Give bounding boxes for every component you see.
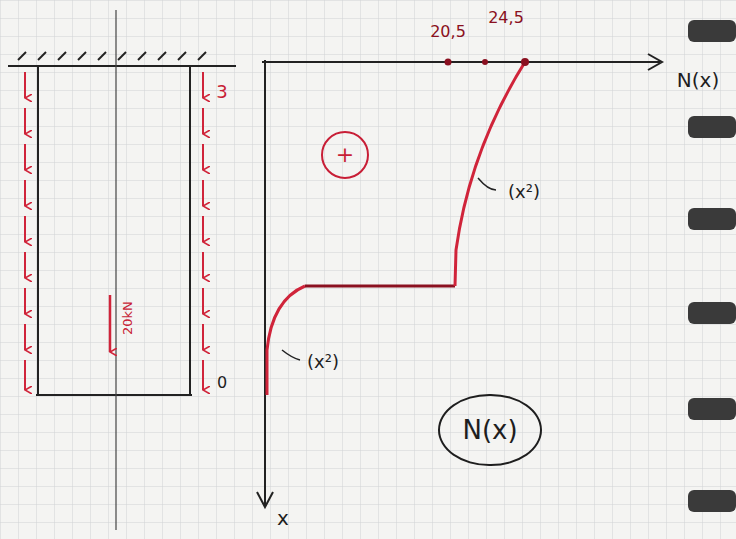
binder-rings xyxy=(688,20,736,512)
note-text: N(x) xyxy=(462,416,517,445)
column xyxy=(36,66,192,395)
diagram-label: (x²) xyxy=(508,182,540,202)
center-line xyxy=(115,10,116,530)
leader-lines xyxy=(282,178,496,360)
diagram-label: 3 xyxy=(216,82,227,102)
axis-dots xyxy=(445,58,530,66)
diagram-label: x xyxy=(277,507,289,529)
diagram-label: 20,5 xyxy=(430,23,466,41)
normal-force-curve xyxy=(267,62,525,395)
diagram-label: 0 xyxy=(217,374,227,392)
distributed-load xyxy=(25,72,203,390)
diagram-label: (x²) xyxy=(307,352,339,372)
note-text: + xyxy=(336,143,354,167)
diagram-label: 24,5 xyxy=(488,9,524,27)
diagram-label: 20kN xyxy=(121,301,135,335)
fixed-support xyxy=(8,52,236,66)
axes xyxy=(257,54,662,507)
circled-note: + xyxy=(321,131,369,179)
circled-note: N(x) xyxy=(438,394,541,467)
diagram-label: N(x) xyxy=(677,69,719,91)
point-load xyxy=(109,295,112,352)
